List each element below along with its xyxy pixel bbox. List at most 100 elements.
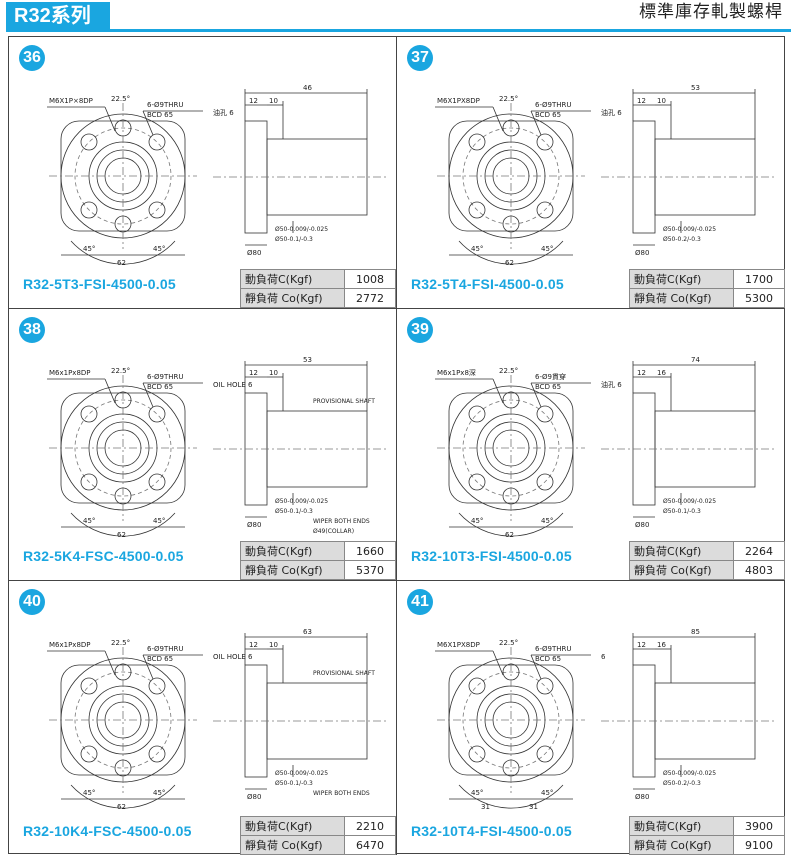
holes-label: 6-Ø9THRU	[147, 101, 183, 109]
leader-line	[530, 654, 542, 680]
flange-thk-label: 12	[637, 641, 646, 649]
bcd-circle	[462, 127, 560, 225]
side-view	[213, 633, 389, 790]
dynamic-load-label: 動負荷C(Kgf)	[629, 816, 734, 836]
bolt-hole	[148, 745, 166, 763]
bolt-hole	[80, 201, 98, 219]
width-label-a: 31	[481, 803, 490, 811]
tap-label: M6x1Px8深	[437, 368, 476, 377]
dynamic-load-value: 1008	[344, 269, 396, 289]
load-rating-table: 動負荷C(Kgf) 3900 靜負荷 Co(Kgf) 9100	[629, 816, 785, 855]
leader-line	[530, 382, 542, 408]
tap-label: M6X1PX8DP	[437, 641, 480, 649]
bolt-hole	[148, 473, 166, 491]
static-load-value: 6470	[344, 835, 396, 855]
flange-dia-label: Ø80	[247, 249, 261, 257]
bolt-hole	[80, 745, 98, 763]
leader-line	[142, 110, 154, 136]
table-row: 靜負荷 Co(Kgf) 6470	[240, 835, 396, 855]
load-rating-table: 動負荷C(Kgf) 1660 靜負荷 Co(Kgf) 5370	[240, 541, 396, 580]
wiper-label: WIPER BOTH ENDS	[313, 518, 370, 525]
bolt-hole	[80, 405, 98, 423]
nut-od-label: Ø50-0.009/-0.025	[663, 770, 716, 777]
step-label: 10	[269, 369, 278, 377]
step-label: 10	[269, 641, 278, 649]
technical-drawing: M6x1Px8DP 22.5° 6-Ø9THRU BCD 65 45° 45° …	[47, 628, 389, 811]
tap-label: M6X1PX8DP	[437, 97, 480, 105]
front-view	[47, 375, 203, 537]
bcd-label: BCD 65	[535, 111, 561, 119]
nut-od-label: Ø50-0.009/-0.025	[663, 226, 716, 233]
model-number: R32-10T3-FSI-4500-0.05	[411, 548, 572, 564]
bolt-hole	[468, 201, 486, 219]
bolt-hole	[80, 133, 98, 151]
angle-label: 22.5°	[111, 639, 130, 647]
model-number: R32-10T4-FSI-4500-0.05	[411, 823, 572, 839]
table-row: 動負荷C(Kgf) 2264	[629, 541, 785, 561]
front-view	[47, 103, 203, 265]
bcd-circle	[462, 671, 560, 769]
flange-dia-label: Ø80	[635, 521, 649, 529]
body-od-label: Ø50-0.1/-0.3	[275, 780, 313, 787]
body-od-label: Ø50-0.1/-0.3	[275, 236, 313, 243]
angle-arc	[70, 784, 176, 809]
front-view	[435, 375, 591, 537]
static-load-label: 靜負荷 Co(Kgf)	[240, 835, 345, 855]
width-label: 62	[117, 259, 126, 267]
product-cell: 38 M6x1Px8DP 22.5° 6-Ø9THRU BCD	[9, 309, 397, 581]
holes-label: 6-Ø9THRU	[147, 645, 183, 653]
side-view	[601, 633, 777, 790]
angle-label: 22.5°	[111, 367, 130, 375]
angle-label-left: 45°	[83, 245, 95, 253]
angle-arc	[70, 240, 176, 265]
angle-label-left: 45°	[471, 517, 483, 525]
flange-thk-label: 12	[637, 97, 646, 105]
angle-label-right: 45°	[153, 789, 165, 797]
holes-label: 6-Ø9THRU	[535, 101, 571, 109]
static-load-label: 靜負荷 Co(Kgf)	[629, 288, 734, 308]
flange-thk-label: 12	[249, 369, 258, 377]
item-number-badge: 41	[407, 589, 433, 615]
angle-label: 22.5°	[499, 367, 518, 375]
page-header: R32系列 標準庫存軋製螺桿	[0, 0, 791, 32]
side-view	[601, 89, 777, 246]
width-label-b: 31	[529, 803, 538, 811]
width-label: 62	[505, 259, 514, 267]
angle-label-left: 45°	[471, 789, 483, 797]
table-row: 動負荷C(Kgf) 2210	[240, 816, 396, 836]
table-row: 動負荷C(Kgf) 3900	[629, 816, 785, 836]
table-row: 靜負荷 Co(Kgf) 4803	[629, 560, 785, 580]
bolt-hole	[468, 473, 486, 491]
bolt-hole	[536, 133, 554, 151]
static-load-value: 9100	[733, 835, 785, 855]
dynamic-load-label: 動負荷C(Kgf)	[629, 541, 734, 561]
angle-label-right: 45°	[541, 517, 553, 525]
static-load-value: 5370	[344, 560, 396, 580]
product-grid: 36 M6X1P×8DP 22.5° 6-Ø9THRU BCD	[8, 36, 785, 855]
nut-od-label: Ø50-0.009/-0.025	[275, 498, 328, 505]
leader-line	[104, 106, 116, 132]
bcd-circle	[74, 399, 172, 497]
technical-drawing: M6X1PX8DP 22.5° 6-Ø9THRU BCD 65 45° 45° …	[435, 628, 777, 811]
static-load-label: 靜負荷 Co(Kgf)	[240, 560, 345, 580]
holes-label: 6-Ø9THRU	[535, 645, 571, 653]
bolt-hole	[468, 405, 486, 423]
angle-label: 22.5°	[111, 95, 130, 103]
bolt-hole	[536, 405, 554, 423]
bolt-hole	[536, 745, 554, 763]
length-label: 53	[303, 356, 312, 364]
load-rating-table: 動負荷C(Kgf) 1700 靜負荷 Co(Kgf) 5300	[629, 269, 785, 308]
tap-label: M6x1Px8DP	[49, 641, 91, 649]
load-rating-table: 動負荷C(Kgf) 2264 靜負荷 Co(Kgf) 4803	[629, 541, 785, 580]
bcd-circle	[74, 671, 172, 769]
flange-thk-label: 12	[249, 641, 258, 649]
model-number: R32-5T3-FSI-4500-0.05	[23, 276, 176, 292]
product-cell: 37 M6X1PX8DP 22.5° 6-Ø9THRU BCD	[397, 37, 785, 309]
body-od-label: Ø50-0.1/-0.3	[663, 508, 701, 515]
bolt-hole	[148, 677, 166, 695]
product-cell: 39 M6x1Px8深 22.5° 6-Ø9貫穿 BCD 65	[397, 309, 785, 581]
flange-dia-label: Ø80	[247, 521, 261, 529]
holes-label: 6-Ø9THRU	[147, 373, 183, 381]
dynamic-load-value: 2264	[733, 541, 785, 561]
angle-arc	[458, 240, 564, 265]
